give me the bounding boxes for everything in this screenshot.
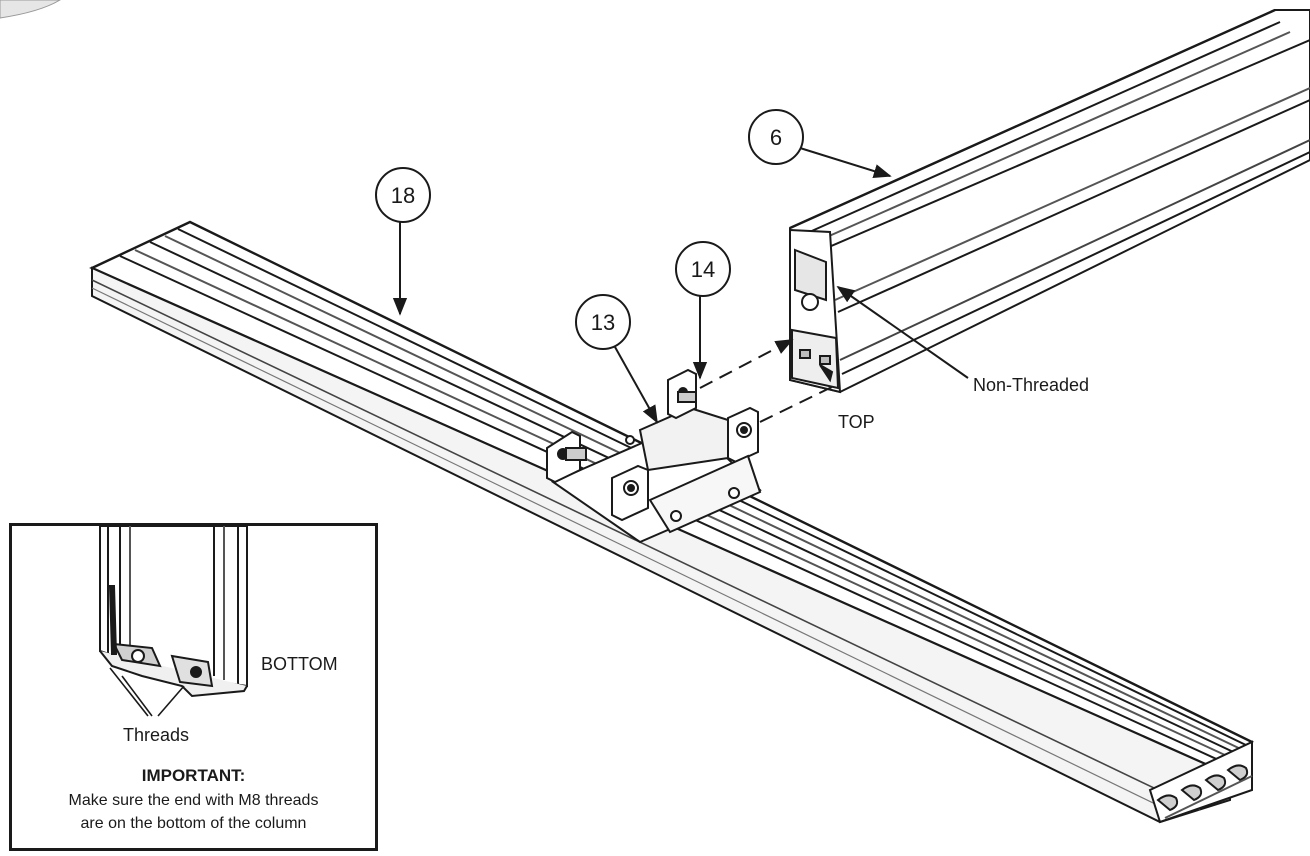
svg-text:13: 13 xyxy=(591,310,615,335)
angle-bracket xyxy=(546,368,762,544)
column-bottom-detail xyxy=(99,526,248,717)
svg-text:18: 18 xyxy=(391,183,415,208)
important-title: IMPORTANT: xyxy=(141,766,246,785)
page-corner-fragment xyxy=(0,0,61,19)
callout-6: 6 xyxy=(748,109,892,179)
important-line-1: Make sure the end with M8 threads xyxy=(68,792,319,809)
assembly-line-lower xyxy=(759,383,839,423)
non-threaded-leader xyxy=(836,285,969,379)
svg-text:14: 14 xyxy=(691,257,715,282)
important-line-2: are on the bottom of the column xyxy=(80,815,307,832)
callout-14: 14 xyxy=(675,241,731,380)
callout-13: 13 xyxy=(575,294,658,424)
bottom-label: BOTTOM xyxy=(261,654,338,674)
threads-label: Threads xyxy=(123,725,190,745)
callout-18: 18 xyxy=(375,167,431,316)
non-threaded-label: Non-Threaded xyxy=(973,375,1090,395)
top-label: TOP xyxy=(838,412,875,432)
column-extrusion xyxy=(789,8,1310,394)
assembly-line-upper xyxy=(699,339,794,389)
inset-detail-box: BOTTOM Threads IMPORTANT: Make sure the … xyxy=(9,523,378,851)
svg-text:6: 6 xyxy=(770,125,782,150)
